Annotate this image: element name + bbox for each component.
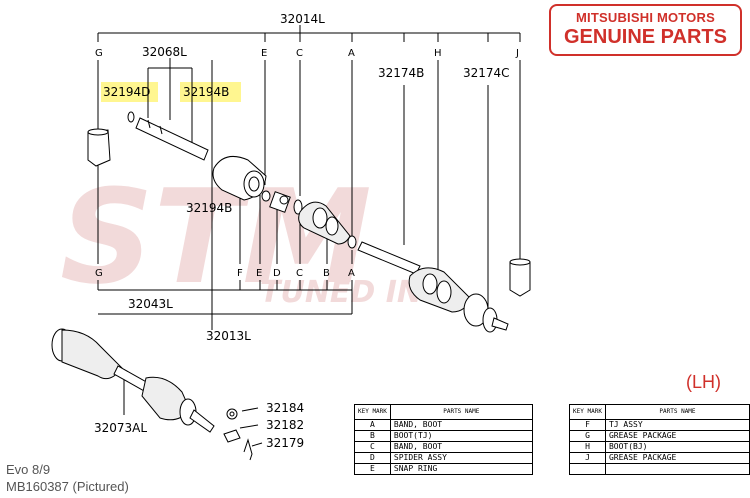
letter-bottom-e: E	[256, 268, 262, 279]
letter-top-e: E	[261, 48, 267, 59]
brand-line1: MITSUBISHI MOTORS	[576, 10, 715, 25]
letter-bottom-a: A	[348, 268, 355, 279]
band-boot-a	[347, 235, 357, 249]
key-letters-bottom: G F E D C B A	[95, 268, 355, 279]
letter-bottom-c: C	[296, 268, 303, 279]
table-row: B BOOT(TJ) G GREASE PACKAGE	[354, 430, 750, 442]
shaft-assembly-32073al	[51, 328, 263, 461]
table-row: C BAND, BOOT H BOOT(BJ)	[354, 441, 750, 453]
letter-top-h: H	[434, 48, 442, 59]
key-table-header: KEY MARK PARTS NAME KEY MARK PARTS NAME	[354, 404, 750, 420]
label-32194B-top: 32194B	[183, 85, 229, 99]
grease-package-j	[509, 261, 531, 297]
bottom-brackets	[98, 280, 353, 330]
part-labels: 32014L 32068L 32194D 32194B 32194B 32174…	[94, 12, 510, 450]
top-bracket	[97, 25, 521, 42]
letter-bottom-g: G	[95, 268, 103, 279]
label-32182: 32182	[266, 418, 304, 432]
genuine-parts-badge: MITSUBISHI MOTORS GENUINE PARTS	[549, 4, 742, 56]
label-32174B: 32174B	[378, 66, 424, 80]
highlight-32194B	[180, 82, 241, 102]
snap-ring-e	[261, 190, 271, 202]
letter-top-j: J	[515, 48, 519, 59]
label-32194D: 32194D	[103, 85, 150, 99]
band-boot-c	[293, 199, 303, 215]
nut-32182	[223, 429, 241, 443]
snap-ring-32194d	[127, 111, 135, 123]
label-32068L: 32068L	[142, 45, 187, 59]
label-32174C: 32174C	[463, 66, 510, 80]
table-row: A BAND, BOOT F TJ ASSY	[354, 419, 750, 431]
letter-top-a: A	[348, 48, 355, 59]
letter-bottom-f: F	[237, 268, 243, 279]
letter-bottom-b: B	[323, 268, 330, 279]
caption-model: Evo 8/9	[6, 462, 51, 477]
table-row: D SPIDER ASSY J GREASE PACKAGE	[354, 452, 750, 464]
caption-part-number: MB160387 (Pictured)	[6, 479, 129, 494]
label-32043L: 32043L	[128, 297, 173, 311]
watermark-big: STM	[60, 161, 372, 313]
label-32184: 32184	[266, 401, 304, 415]
cotter-pin-32179	[243, 438, 253, 461]
label-32073AL: 32073AL	[94, 421, 147, 435]
letter-top-c: C	[296, 48, 303, 59]
header-name-right: PARTS NAME	[604, 404, 750, 420]
letter-top-g: G	[95, 48, 103, 59]
header-mark-right: KEY MARK	[569, 404, 606, 420]
label-32179: 32179	[266, 436, 304, 450]
highlight-32194D	[101, 82, 158, 102]
letter-bottom-d: D	[273, 268, 281, 279]
inner-shaft	[135, 117, 209, 161]
label-32014L: 32014L	[280, 12, 325, 26]
header-mark-left: KEY MARK	[354, 404, 391, 420]
key-mark-table: KEY MARK PARTS NAME KEY MARK PARTS NAME …	[354, 404, 750, 475]
label-32194B-mid: 32194B	[186, 201, 232, 215]
table-row: E SNAP RING	[354, 463, 750, 475]
side-note: (LH)	[686, 372, 721, 392]
brand-line2: GENUINE PARTS	[564, 26, 727, 48]
label-32013L: 32013L	[206, 329, 251, 343]
key-letters-top: G E C A H J	[95, 48, 519, 59]
header-name-left: PARTS NAME	[389, 404, 533, 420]
driveshaft-exploded	[87, 111, 531, 333]
